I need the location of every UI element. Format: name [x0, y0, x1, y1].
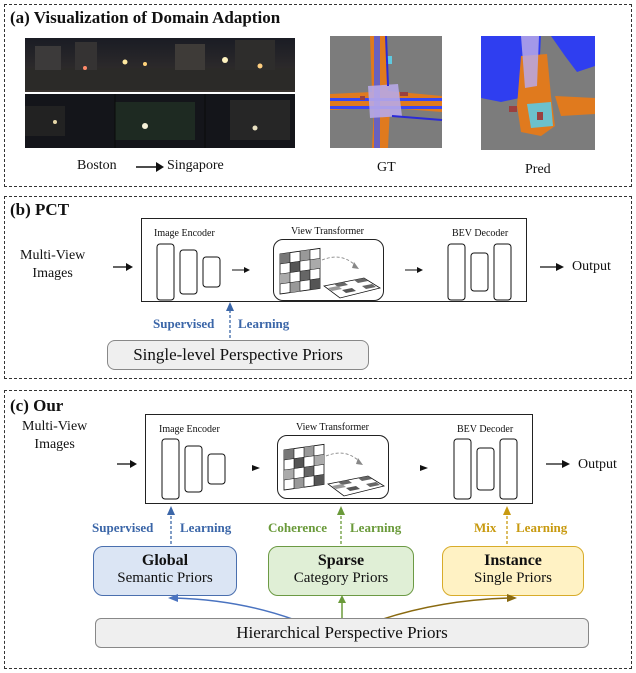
- our-encoder-blocks: [161, 438, 226, 500]
- source-domain-label: Boston: [77, 158, 117, 173]
- hierarchical-priors-box: Hierarchical Perspective Priors: [95, 618, 589, 648]
- mix-learning-word1: Mix: [474, 520, 497, 535]
- pct-input-label: Multi-View Images: [20, 248, 86, 281]
- target-domain-label: Singapore: [167, 158, 224, 173]
- pct-encoder-blocks: [156, 243, 221, 301]
- pct-decoder-label: BEV Decoder: [452, 228, 509, 239]
- night-street-images: [25, 38, 295, 148]
- pct-supervision-arrow: [226, 302, 234, 338]
- coherence-learning-arrow: [337, 506, 345, 544]
- pct-input-arrow: [113, 263, 133, 271]
- global-semantic-priors-box: Global Semantic Priors: [93, 546, 237, 596]
- pct-supervision-word1: Supervised: [153, 316, 215, 331]
- panel-b-title: (b) PCT: [10, 200, 70, 219]
- panel-a: [4, 4, 632, 187]
- our-input-label: Multi-View Images: [22, 419, 88, 452]
- pct-output-label: Output: [572, 259, 611, 274]
- pct-arrow-2: [405, 267, 423, 273]
- our-transformer-label: View Transformer: [296, 422, 370, 433]
- hierarchical-priors-label: Hierarchical Perspective Priors: [236, 623, 448, 642]
- panel-a-title: (a) Visualization of Domain Adaption: [10, 8, 281, 27]
- our-output-arrow: [546, 460, 570, 468]
- our-decoder-blocks: [453, 438, 518, 500]
- pct-encoder-label: Image Encoder: [154, 228, 215, 239]
- gt-label: GT: [377, 160, 396, 175]
- supervised-learning-arrow: [167, 506, 175, 544]
- pct-arrow-1: [232, 267, 250, 273]
- our-transformer-grids: [283, 443, 386, 497]
- domain-arrow: [136, 162, 164, 172]
- global-priors-title: Global: [141, 552, 189, 569]
- panel-c: [4, 390, 632, 669]
- gt-bev-map: [330, 35, 443, 148]
- our-encoder-label: Image Encoder: [159, 424, 220, 435]
- sparse-priors-title: Sparse: [317, 552, 365, 569]
- our-decoder-label: BEV Decoder: [457, 424, 514, 435]
- pred-label: Pred: [525, 162, 551, 177]
- mix-learning-word2: Learning: [516, 520, 568, 535]
- hierarchy-connectors: [168, 594, 517, 621]
- pct-transformer-grids: [279, 247, 382, 299]
- mix-learning-arrow: [503, 506, 511, 544]
- panel-c-title: (c) Our: [10, 396, 64, 415]
- supervised-learning-word2: Learning: [180, 520, 232, 535]
- instance-priors-subtitle: Single Priors: [474, 570, 552, 586]
- pct-transformer-label: View Transformer: [291, 226, 365, 237]
- our-arrow-2: [420, 465, 428, 471]
- coherence-learning-word2: Learning: [350, 520, 402, 535]
- coherence-learning-word1: Coherence: [268, 520, 327, 535]
- pct-supervision-word2: Learning: [238, 316, 290, 331]
- supervised-learning-word1: Supervised: [92, 520, 154, 535]
- our-output-label: Output: [578, 457, 617, 472]
- panel-b: [4, 196, 632, 379]
- sparse-category-priors-box: Sparse Category Priors: [268, 546, 414, 596]
- our-arrow-1: [252, 465, 260, 471]
- pred-bev-map: [481, 36, 595, 150]
- pct-output-arrow: [540, 263, 564, 271]
- global-priors-subtitle: Semantic Priors: [117, 570, 213, 586]
- sparse-priors-subtitle: Category Priors: [293, 570, 389, 586]
- our-input-arrow: [117, 460, 137, 468]
- instance-priors-title: Instance: [484, 552, 542, 569]
- single-level-priors-label: Single-level Perspective Priors: [133, 345, 343, 364]
- instance-single-priors-box: Instance Single Priors: [442, 546, 584, 596]
- pct-decoder-blocks: [447, 243, 512, 301]
- single-level-priors-box: Single-level Perspective Priors: [107, 340, 369, 370]
